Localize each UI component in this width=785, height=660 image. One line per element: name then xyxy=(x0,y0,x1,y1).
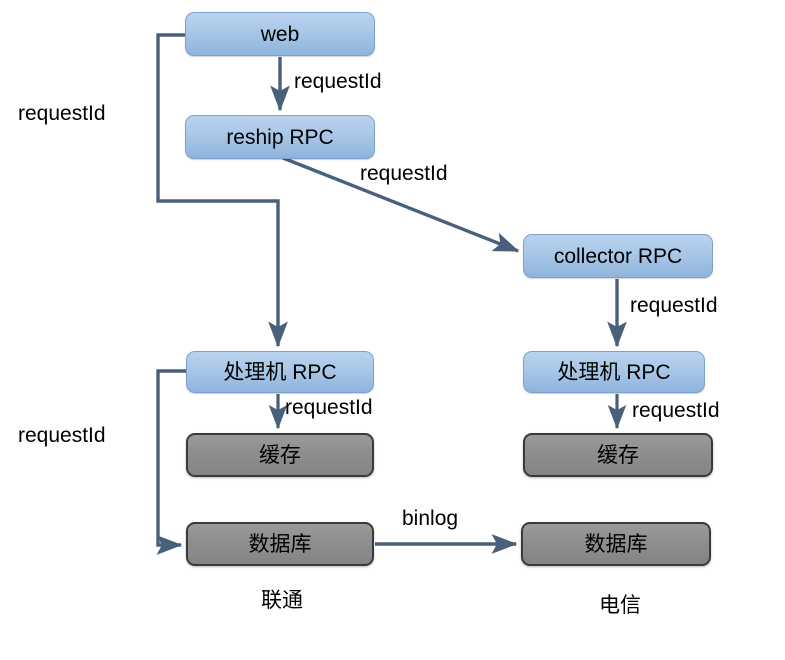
node-database-left[interactable]: 数据库 xyxy=(186,522,374,566)
node-handler-rpc-left[interactable]: 处理机 RPC xyxy=(186,351,374,393)
node-reship-rpc-label: reship RPC xyxy=(226,125,334,149)
node-cache-left-label: 缓存 xyxy=(259,443,301,467)
node-collector-rpc[interactable]: collector RPC xyxy=(523,234,713,278)
node-database-right[interactable]: 数据库 xyxy=(521,522,711,566)
edge-label-handler-left-to-cache: requestId xyxy=(285,396,373,419)
edge-label-collector-to-handler-right: requestId xyxy=(630,294,718,317)
group-label-telecom: 电信 xyxy=(599,594,641,617)
edge-label-handler-left-to-db: requestId xyxy=(18,424,106,447)
edge-label-web-to-reship: requestId xyxy=(294,70,382,93)
node-handler-rpc-right-label: 处理机 RPC xyxy=(557,360,671,384)
edge-reship-to-collector xyxy=(282,156,520,253)
node-cache-right[interactable]: 缓存 xyxy=(523,433,713,477)
node-database-right-label: 数据库 xyxy=(584,532,648,556)
node-web-label: web xyxy=(260,22,300,46)
edge-handler-left-to-db xyxy=(156,369,187,555)
node-database-left-label: 数据库 xyxy=(248,532,312,556)
edge-web-to-handler-left xyxy=(156,33,288,348)
node-cache-left[interactable]: 缓存 xyxy=(186,433,374,477)
node-cache-right-label: 缓存 xyxy=(597,443,639,467)
node-web[interactable]: web xyxy=(185,12,375,56)
edge-label-handler-right-to-cache: requestId xyxy=(632,399,720,422)
node-collector-rpc-label: collector RPC xyxy=(553,244,683,268)
edge-label-reship-to-collector: requestId xyxy=(360,162,448,185)
edge-label-binlog: binlog xyxy=(402,507,459,530)
node-handler-rpc-right[interactable]: 处理机 RPC xyxy=(523,351,705,393)
node-handler-rpc-left-label: 处理机 RPC xyxy=(223,360,337,384)
node-reship-rpc[interactable]: reship RPC xyxy=(185,115,375,159)
group-label-unicom: 联通 xyxy=(261,589,303,612)
edge-label-web-to-handler-left: requestId xyxy=(18,102,106,125)
